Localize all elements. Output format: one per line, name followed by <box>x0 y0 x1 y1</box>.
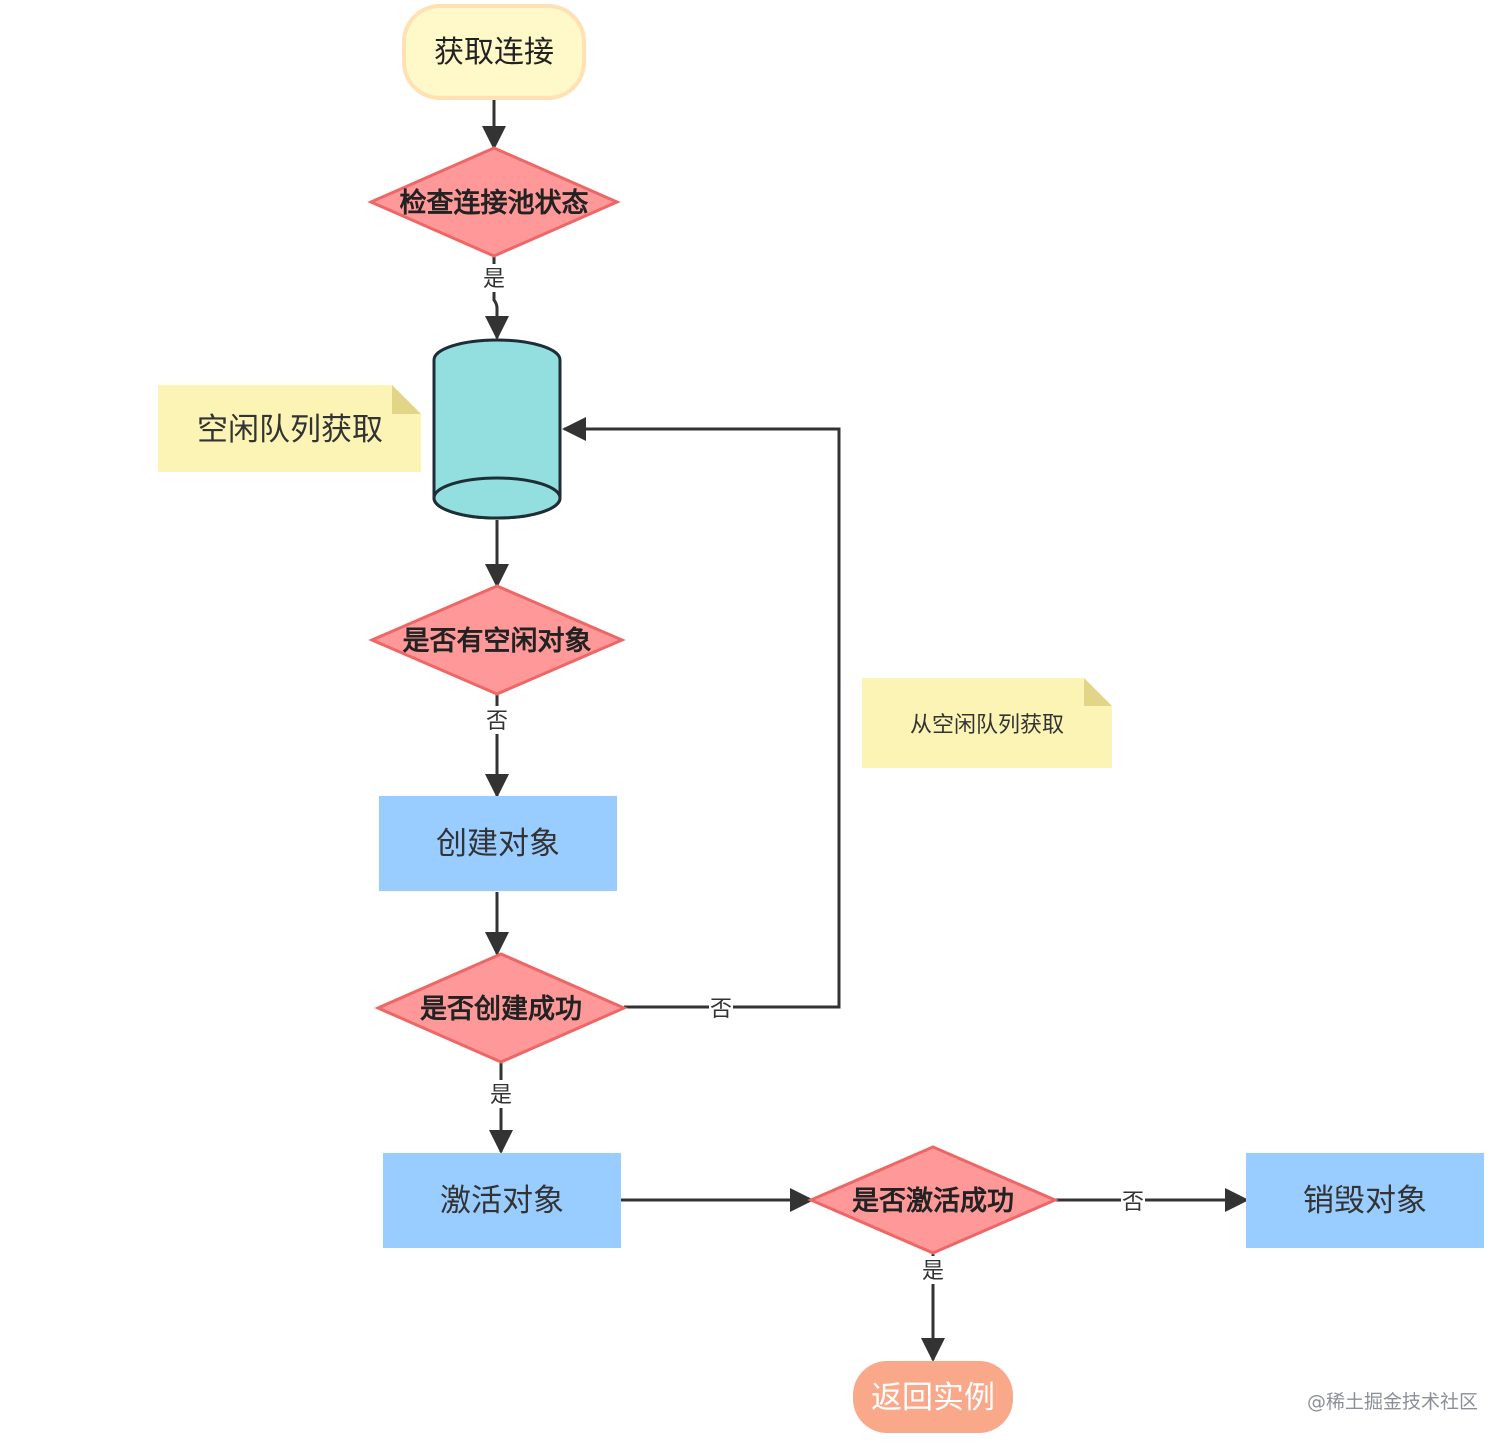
node-destroy: 销毁对象 <box>1246 1153 1484 1248</box>
node-start-label: 获取连接 <box>434 35 554 70</box>
edge-label-create-no: 否 <box>710 997 732 1022</box>
note-idle-queue-get-label: 空闲队列获取 <box>197 412 383 448</box>
node-has-idle-label: 是否有空闲对象 <box>403 625 592 657</box>
node-create-ok-label: 是否创建成功 <box>420 994 582 1025</box>
edge-check-to-queue <box>485 256 509 340</box>
node-activate-label: 激活对象 <box>440 1183 564 1219</box>
edge-label-check-yes: 是 <box>483 267 505 292</box>
edge-label-idle-no: 否 <box>486 709 508 734</box>
edge-label-activate-no: 否 <box>1122 1190 1144 1215</box>
node-activate: 激活对象 <box>383 1153 621 1248</box>
node-start: 获取连接 <box>402 4 586 100</box>
node-create: 创建对象 <box>379 796 617 891</box>
node-check-pool-label: 检查连接池状态 <box>400 187 589 219</box>
node-has-idle: 是否有空闲对象 <box>368 584 626 696</box>
node-check-pool: 检查连接池状态 <box>367 146 621 258</box>
node-create-ok: 是否创建成功 <box>374 952 628 1064</box>
note-from-idle-queue-get: 从空闲队列获取 <box>862 678 1112 768</box>
edge-createok-no-loop <box>562 417 841 1009</box>
node-destroy-label: 销毁对象 <box>1303 1183 1427 1219</box>
node-create-label: 创建对象 <box>436 826 560 862</box>
node-end: 返回实例 <box>853 1361 1013 1433</box>
node-activate-ok-label: 是否激活成功 <box>852 1185 1014 1217</box>
node-end-label: 返回实例 <box>871 1380 995 1416</box>
edge-label-activate-yes: 是 <box>922 1259 944 1284</box>
node-activate-ok: 是否激活成功 <box>807 1145 1059 1255</box>
node-idle-queue-db <box>432 338 562 520</box>
edge-label-create-yes: 是 <box>490 1083 512 1108</box>
edge-labels: 是 否 否 是 否 是 <box>482 264 1145 1284</box>
watermark: @稀土掘金技术社区 <box>1307 1391 1478 1413</box>
note-idle-queue-get: 空闲队列获取 <box>158 385 421 472</box>
note-from-idle-queue-get-label: 从空闲队列获取 <box>910 713 1064 738</box>
